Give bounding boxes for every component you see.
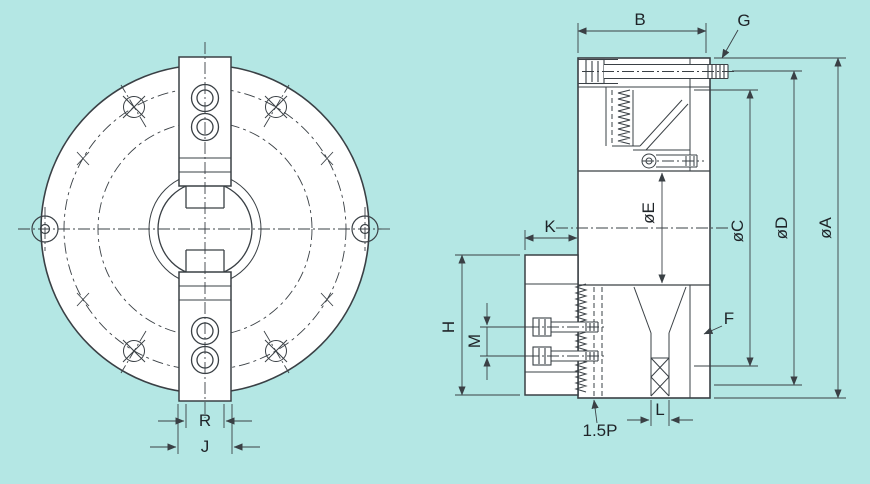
dimension-M xyxy=(480,303,529,380)
front-view: R J xyxy=(18,42,392,456)
dim-label-L: L xyxy=(655,400,664,419)
dimension-J xyxy=(150,404,260,454)
side-view: B G K H M F 1.5P xyxy=(439,10,846,440)
bolt-circle-ticks xyxy=(76,151,334,307)
dim-label-K: K xyxy=(544,217,556,236)
dimension-R xyxy=(158,404,252,428)
wedge-mechanism xyxy=(605,87,698,169)
dim-label-dia-E: øE xyxy=(639,202,658,224)
dim-label-1-5P: 1.5P xyxy=(583,421,618,440)
dimension-B xyxy=(577,23,707,53)
front-centerlines xyxy=(18,42,392,418)
jaw-screw-inner xyxy=(196,118,214,136)
dim-label-dia-C: øC xyxy=(728,220,747,243)
dim-label-F: F xyxy=(724,309,734,328)
dim-label-R: R xyxy=(199,411,211,430)
dimension-dia-A xyxy=(714,57,846,399)
upper-serrations xyxy=(617,89,631,145)
dimension-F xyxy=(703,325,723,335)
dim-label-J: J xyxy=(201,437,210,456)
master-jaw-mechanism xyxy=(593,286,687,397)
dim-label-M: M xyxy=(465,334,484,348)
side-centerlines xyxy=(527,71,736,357)
dimension-L xyxy=(627,400,693,426)
dimension-K xyxy=(524,230,578,250)
dimension-dia-D xyxy=(714,70,802,386)
dimension-G xyxy=(721,29,739,59)
dimension-P xyxy=(591,399,599,424)
dimension-dia-C xyxy=(694,89,758,367)
dimension-H xyxy=(455,254,520,396)
dim-label-G: G xyxy=(737,11,750,30)
dim-label-dia-D: øD xyxy=(772,217,791,240)
dim-label-dia-A: øA xyxy=(816,216,835,238)
jaw-serrations xyxy=(574,283,588,393)
dim-label-H: H xyxy=(439,321,458,333)
dim-label-B: B xyxy=(634,10,645,29)
